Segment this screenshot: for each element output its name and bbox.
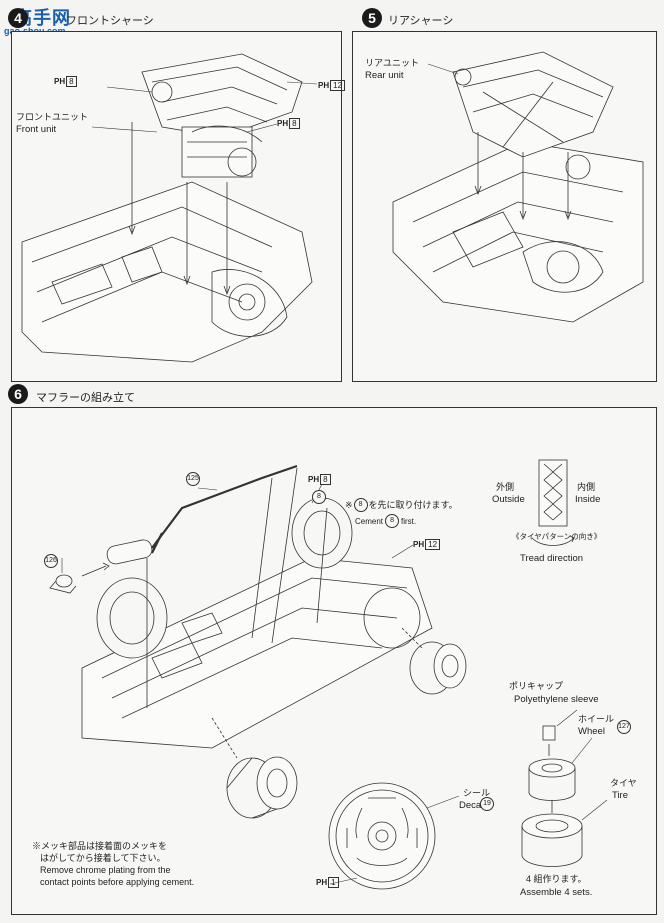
step-6-number: 6 [8,384,28,404]
rear-unit-label-jp: リアユニット [365,58,420,68]
front-unit-label-en: Front unit [16,124,57,135]
step-4-panel: PH 8 PH 12 PH 8 フロントユニット Front unit [11,31,346,382]
front-chassis-drawing [21,53,318,363]
part-ph8-b: PH 8 [277,118,300,129]
step-4-title: フロントシャーシ [66,15,154,27]
chrome-note-en-2: contact points before applying cement. [40,877,195,887]
step-5-panel: リアユニット Rear unit [352,31,657,382]
part-126-marker: 126 [44,554,58,568]
step-6-title: マフラーの組み立て [36,392,135,404]
inside-label-en: Inside [575,494,601,505]
chrome-note-en-1: Remove chrome plating from the [40,865,171,875]
decal-label-jp: シール [463,788,491,798]
cement-note-en: Cement 8 first. [355,514,416,528]
rear-chassis-drawing [392,51,644,323]
inside-label-jp: 内側 [577,482,596,492]
chrome-note-jp-2: はがしてから接着して下さい。 [40,853,166,863]
poly-label-jp: ポリキャップ [509,681,564,691]
decal-label-en: Decal [459,800,484,811]
outside-label-jp: 外側 [496,482,515,492]
step-5-title: リアシャーシ [388,15,454,27]
wheel-label-en: Wheel [578,726,605,737]
part-ph1: PH 1 [316,877,339,888]
part-ph8: PH 8 [308,474,331,485]
poly-label-en: Polyethylene sleeve [514,694,599,705]
part-8-marker: 8 [312,490,326,504]
part-19-marker: 19 [480,797,494,811]
tread-label-en: Tread direction [520,553,584,564]
part-ph12: PH 12 [413,539,441,550]
part-ph8-a: PH 8 [54,76,77,87]
tire-label-en: Tire [612,790,629,801]
step-5-number: 5 [362,8,382,28]
rear-unit-label-en: Rear unit [365,70,404,81]
watermark-brand: 高手网 [14,8,71,28]
part-ph12: PH 12 [318,80,346,91]
assemble-label-jp: 4 組作ります。 [526,874,587,884]
part-125-marker: 125 [186,472,200,486]
outside-label-en: Outside [492,494,525,505]
tread-label-jp: 《タイヤパターンの向き》 [512,532,602,541]
step-4-number: 4 [8,8,28,28]
cement-note-jp: ※ 8 を先に取り付けます。 [345,498,458,512]
chrome-note: ※メッキ部品は接着面のメッキを はがしてから接着して下さい。 Remove ch… [32,840,194,888]
wheel-label-jp: ホイール [578,714,615,724]
assemble-label-en: Assemble 4 sets. [520,887,593,898]
step-6-panel: 125 126 8 PH 8 PH 12 PH 1 ※ 8 を先に取り付けます。… [11,407,657,915]
part-127-marker: 127 [617,720,631,734]
tire-label-jp: タイヤ [610,778,637,788]
chrome-note-jp-1: ※メッキ部品は接着面のメッキを [32,841,168,851]
muffler-assembly-drawing [49,459,608,890]
front-unit-label-jp: フロントユニット [16,112,89,122]
